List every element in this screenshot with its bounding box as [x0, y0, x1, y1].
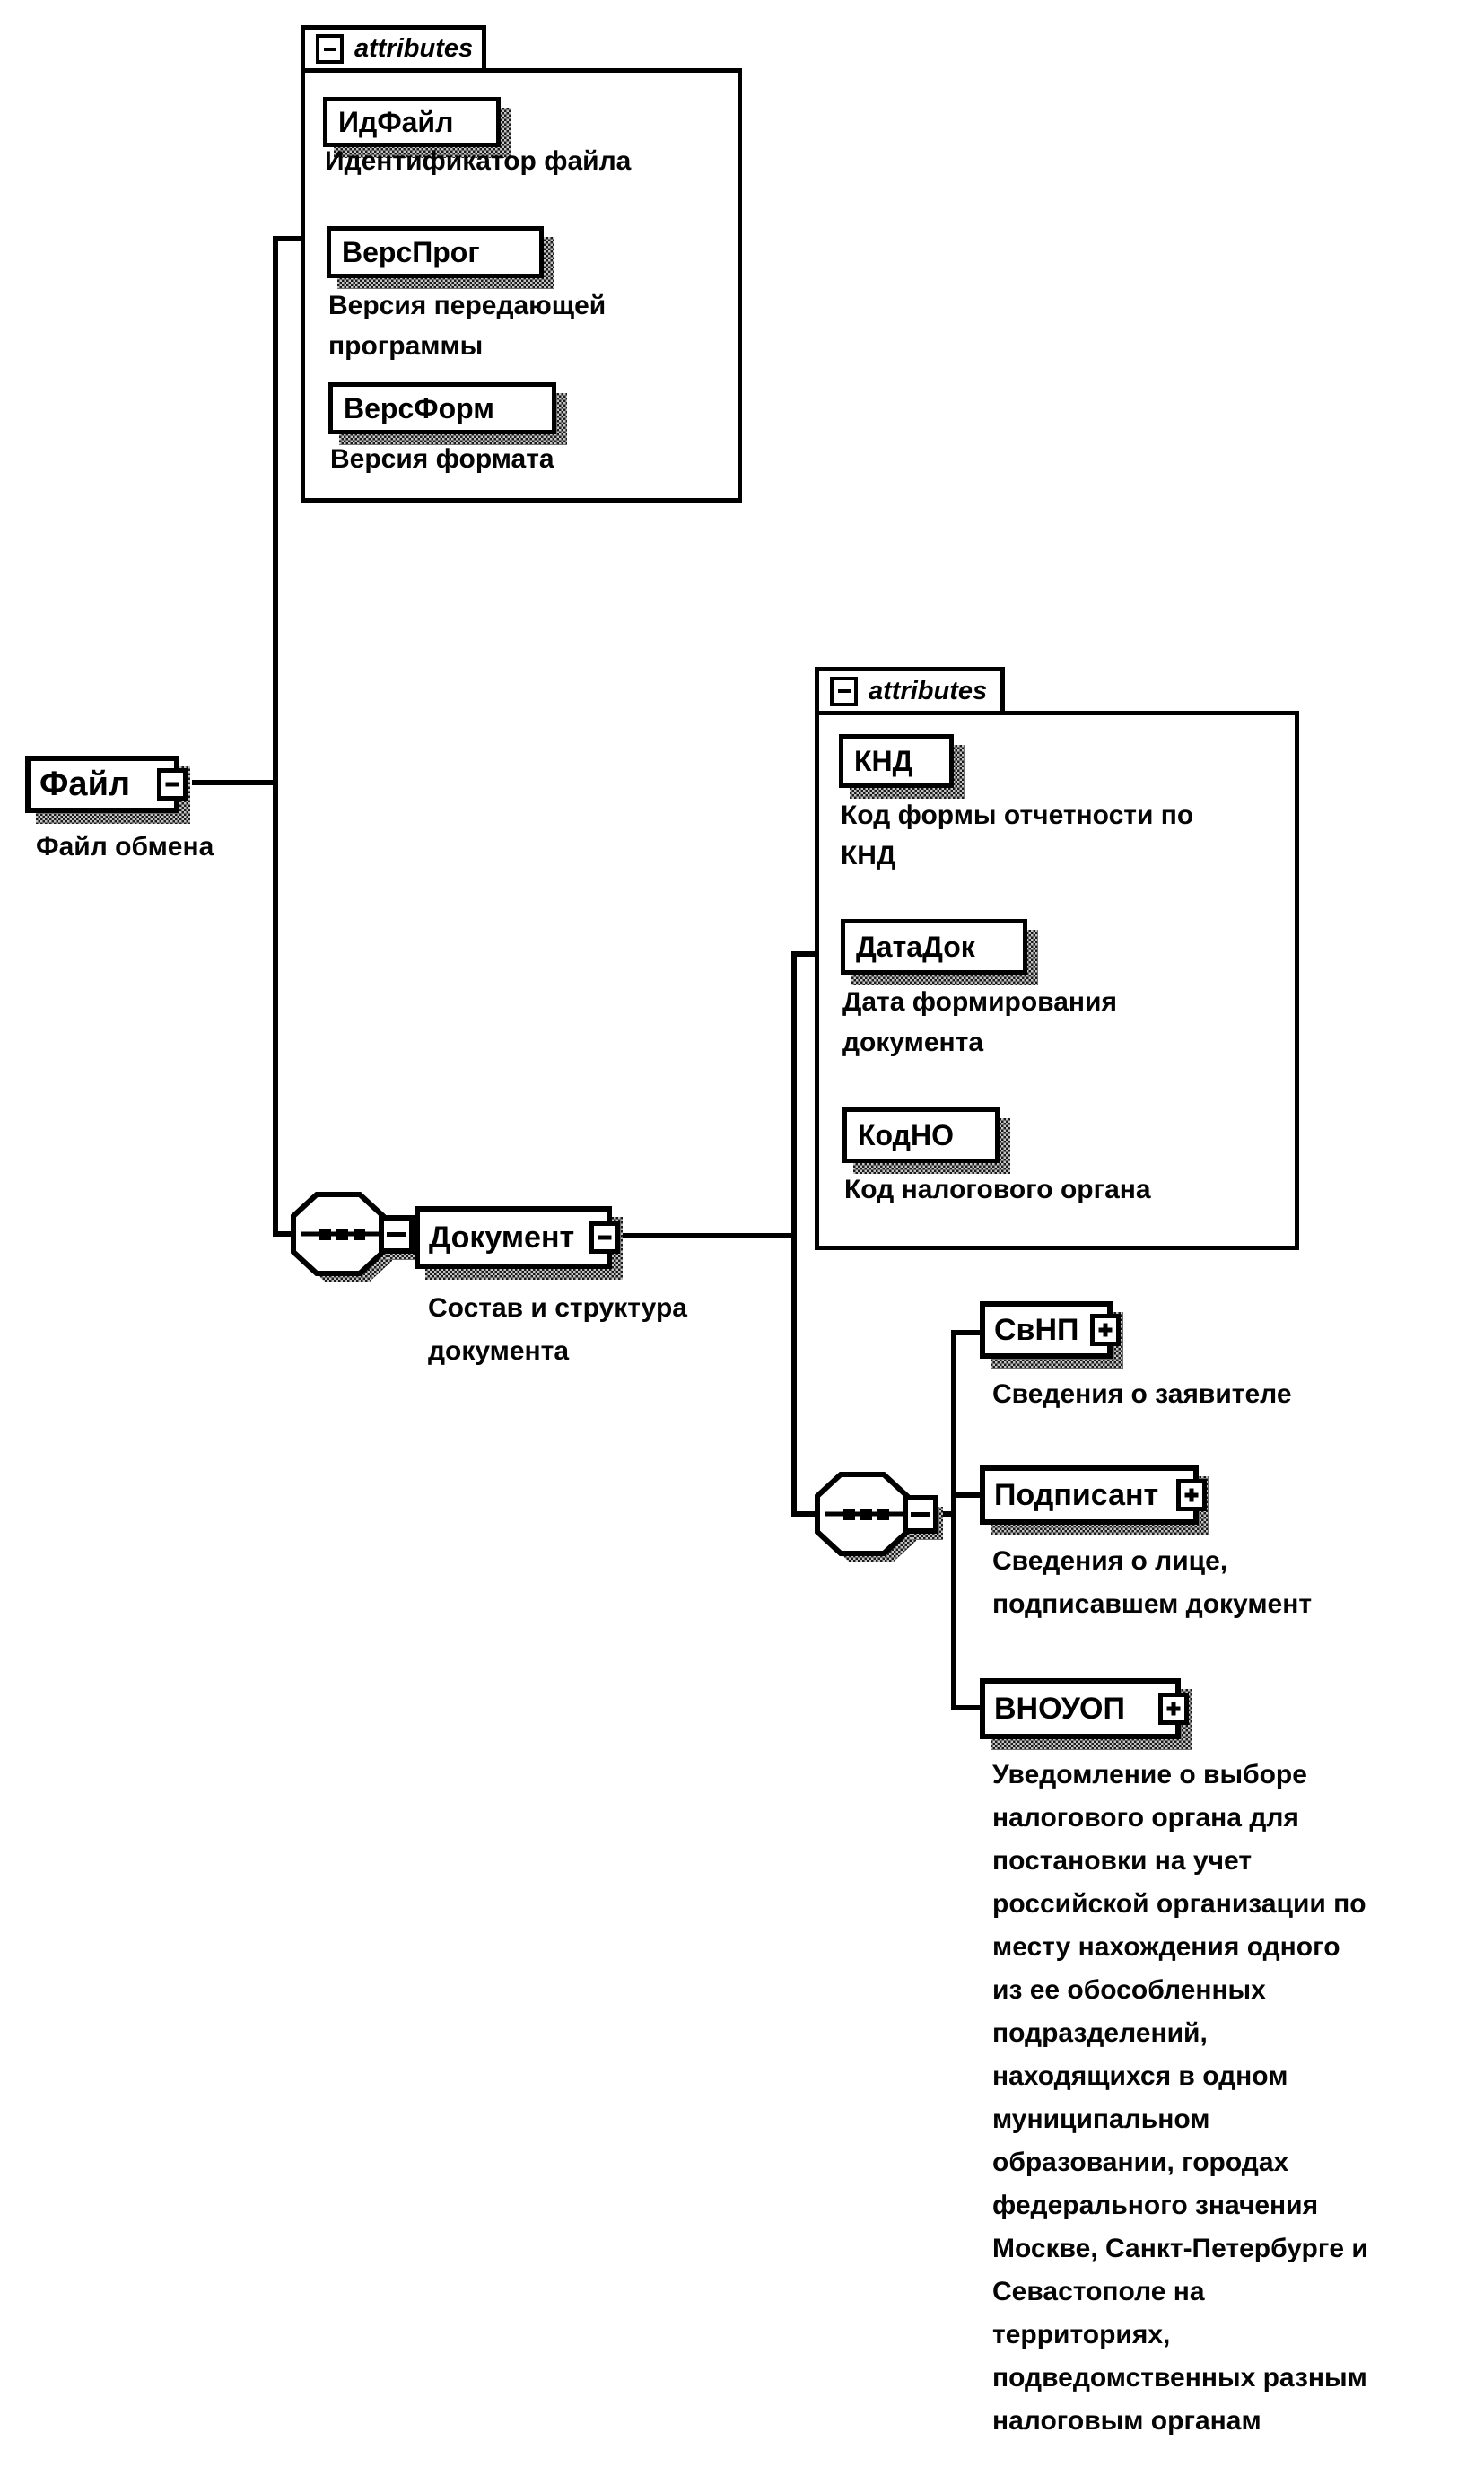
attribute-name: ДатаДок [856, 930, 975, 963]
element-name: Документ [429, 1220, 575, 1255]
element-caption: Сведения о лице, подписавшем документ [992, 1546, 1313, 1619]
connector-line [273, 1231, 296, 1237]
element-name: СвНП [994, 1312, 1079, 1347]
element-svnp: СвНП [980, 1301, 1121, 1359]
element-name: Подписант [994, 1477, 1159, 1512]
minus-icon [165, 782, 179, 787]
connector-rail [951, 1330, 956, 1710]
connector-line [933, 1511, 956, 1517]
element-caption: Состав и структура документа [428, 1293, 687, 1366]
element-name: Файл [39, 765, 131, 803]
attributes-label: attributes [354, 34, 474, 63]
connector-line [951, 1705, 982, 1710]
attribute-caption: Код формы отчетности по КНД [841, 801, 1194, 871]
sequence-icon [815, 1472, 943, 1562]
connector-line [951, 1330, 982, 1335]
element-caption: Сведения о заявителе [992, 1379, 1292, 1409]
attribute-name: ИдФайл [338, 105, 454, 138]
attributes-label: attributes [869, 676, 988, 705]
connector-line [192, 780, 275, 785]
attribute-caption: Версия формата [330, 444, 554, 474]
element-document: Документ [415, 1206, 620, 1269]
expand-toggle[interactable] [1158, 1693, 1189, 1725]
attribute-versprog: ВерсПрог [327, 226, 544, 278]
element-podpisant: Подписант [980, 1465, 1207, 1525]
file-attributes-tab[interactable]: attributes [301, 25, 486, 73]
document-attributes-tab[interactable]: attributes [815, 667, 1005, 715]
minus-icon [598, 1235, 612, 1240]
element-vnouop: ВНОУОП [980, 1678, 1189, 1739]
connector-rail [791, 951, 797, 1517]
attribute-name: КодНО [858, 1118, 954, 1151]
attribute-versform: ВерсФорм [328, 382, 556, 434]
attribute-knd: КНД [839, 734, 954, 788]
attribute-idfile: ИдФайл [323, 97, 501, 147]
element-file: Файл [25, 756, 188, 813]
expand-toggle[interactable] [1090, 1314, 1121, 1346]
element-name: ВНОУОП [994, 1691, 1125, 1726]
collapse-toggle[interactable] [589, 1221, 620, 1254]
attribute-name: КНД [854, 744, 913, 777]
attribute-name: ВерсФорм [344, 391, 494, 424]
attribute-caption: Код налогового органа [844, 1175, 1151, 1204]
attribute-datadok: ДатаДок [841, 919, 1027, 975]
attribute-caption: Дата формирования документа [842, 987, 1117, 1057]
sequence-icon [291, 1192, 419, 1282]
attribute-name: ВерсПрог [342, 235, 480, 268]
connector-rail [273, 236, 278, 1236]
connector-line [623, 1233, 797, 1238]
collapse-toggle[interactable] [157, 768, 188, 801]
attribute-kodno: КодНО [842, 1107, 1000, 1163]
minus-icon[interactable] [316, 34, 344, 64]
connector-line [273, 236, 307, 241]
minus-icon[interactable] [830, 676, 858, 706]
connector-line [951, 1492, 982, 1498]
attribute-caption: Идентификатор файла [325, 146, 632, 176]
attribute-caption: Версия передающей программы [328, 291, 607, 361]
element-caption: Файл обмена [36, 832, 214, 862]
element-caption: Уведомление о выборе налогового органа д… [992, 1760, 1368, 2436]
connector-line [791, 1511, 818, 1517]
expand-toggle[interactable] [1176, 1479, 1207, 1511]
connector-line [791, 951, 820, 957]
